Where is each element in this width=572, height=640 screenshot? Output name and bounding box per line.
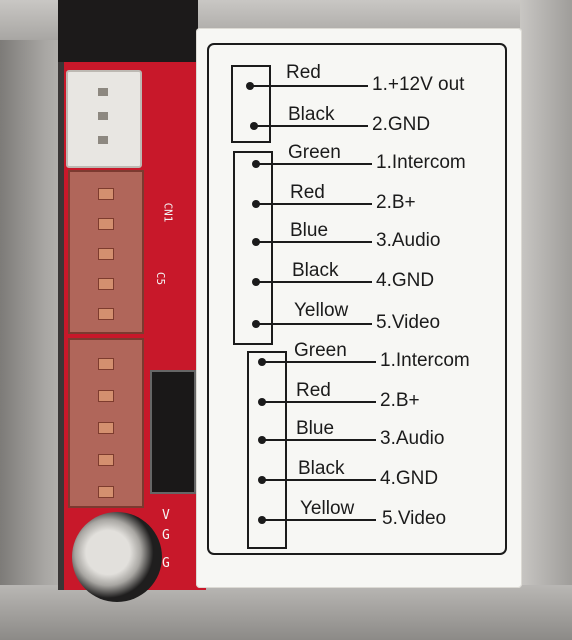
- regulator-chip: [150, 370, 196, 494]
- pin-name: 5.Video: [376, 312, 441, 333]
- wire-color: Red: [286, 62, 321, 83]
- wire-color: Yellow: [300, 498, 355, 519]
- wire-color: Black: [288, 104, 335, 125]
- silk-g: G: [162, 528, 170, 543]
- wire-color: Red: [290, 182, 325, 203]
- silk-g: G: [162, 556, 170, 571]
- wire-color: Yellow: [294, 300, 349, 321]
- pin-name: 3.Audio: [380, 428, 445, 449]
- wire-color: Black: [298, 458, 345, 479]
- pin-name: 5.Video: [382, 508, 447, 529]
- label-lines: [207, 43, 507, 555]
- white-connector: [66, 70, 142, 168]
- wire-color: Blue: [290, 220, 329, 241]
- wire-color: Green: [288, 142, 341, 163]
- pin-name: 1.Intercom: [380, 350, 470, 371]
- wire-color: Black: [292, 260, 339, 281]
- pin-name: 2.B+: [380, 390, 420, 411]
- capacitor: [72, 512, 162, 602]
- pin-name: 4.GND: [380, 468, 439, 489]
- wire-color: Green: [294, 340, 347, 361]
- housing-right: [520, 0, 572, 640]
- silk-cn1: CN1: [161, 202, 175, 223]
- pin-name: 2.GND: [372, 114, 431, 135]
- housing-bottom: [0, 585, 572, 640]
- wire-color: Blue: [296, 418, 335, 439]
- pin-name: 1.+12V out: [372, 74, 465, 95]
- pin-header-lower: [68, 338, 144, 508]
- wire-color: Red: [296, 380, 331, 401]
- silk-v: V: [162, 508, 170, 523]
- pin-header-upper: [68, 170, 144, 334]
- board-shadow: [58, 0, 198, 62]
- pin-name: 2.B+: [376, 192, 416, 213]
- wiring-label: Red 1.+12V out Black 2.GND Green 1.Inter…: [196, 28, 522, 588]
- silk-c5: C5: [154, 271, 168, 286]
- pin-name: 1.Intercom: [376, 152, 466, 173]
- pin-name: 4.GND: [376, 270, 435, 291]
- pin-name: 3.Audio: [376, 230, 441, 251]
